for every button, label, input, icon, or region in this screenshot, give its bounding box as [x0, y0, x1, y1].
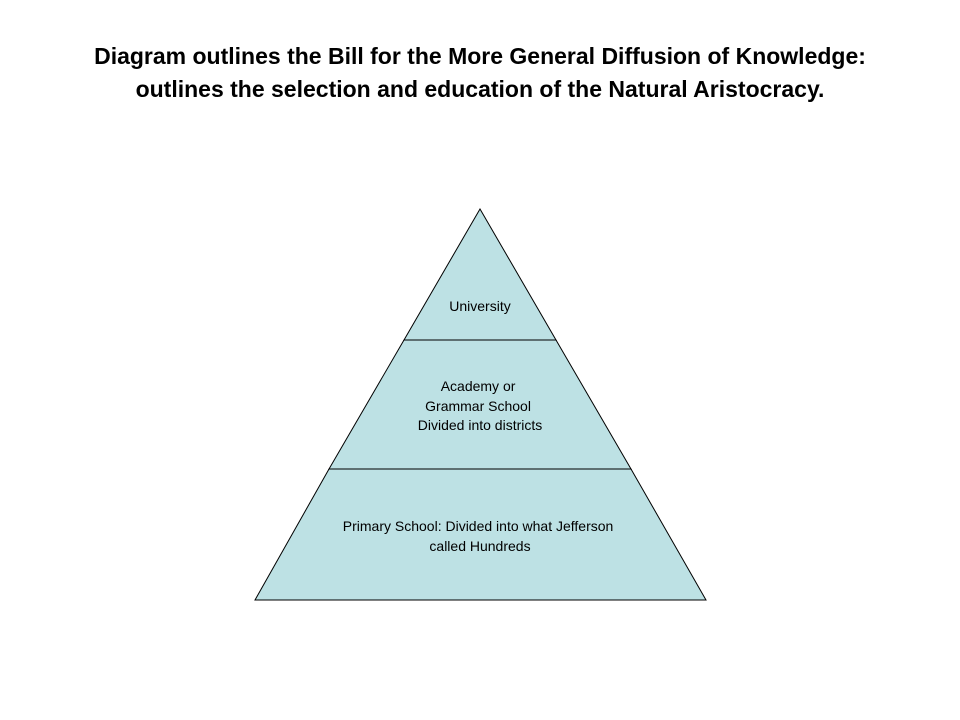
diagram-title: Diagram outlines the Bill for the More G…	[94, 43, 866, 102]
tier-label-line: Divided into districts	[418, 417, 543, 433]
pyramid-tier-primary-school	[254, 468, 707, 601]
pyramid-tier-university	[403, 208, 557, 341]
tier-label-line: Grammar School	[425, 398, 531, 414]
tier-label-university: University	[449, 298, 510, 314]
tier-label-academy: Academy or Grammar School Divided into d…	[418, 378, 543, 433]
tier-label-line: called Hundreds	[429, 538, 530, 554]
tier-label-primary-school: Primary School: Divided into what Jeffer…	[343, 518, 617, 554]
tier-label-line: Academy or	[441, 378, 516, 394]
tier-label-line: Primary School: Divided into what Jeffer…	[343, 518, 614, 534]
tier-label-line: University	[449, 298, 510, 314]
